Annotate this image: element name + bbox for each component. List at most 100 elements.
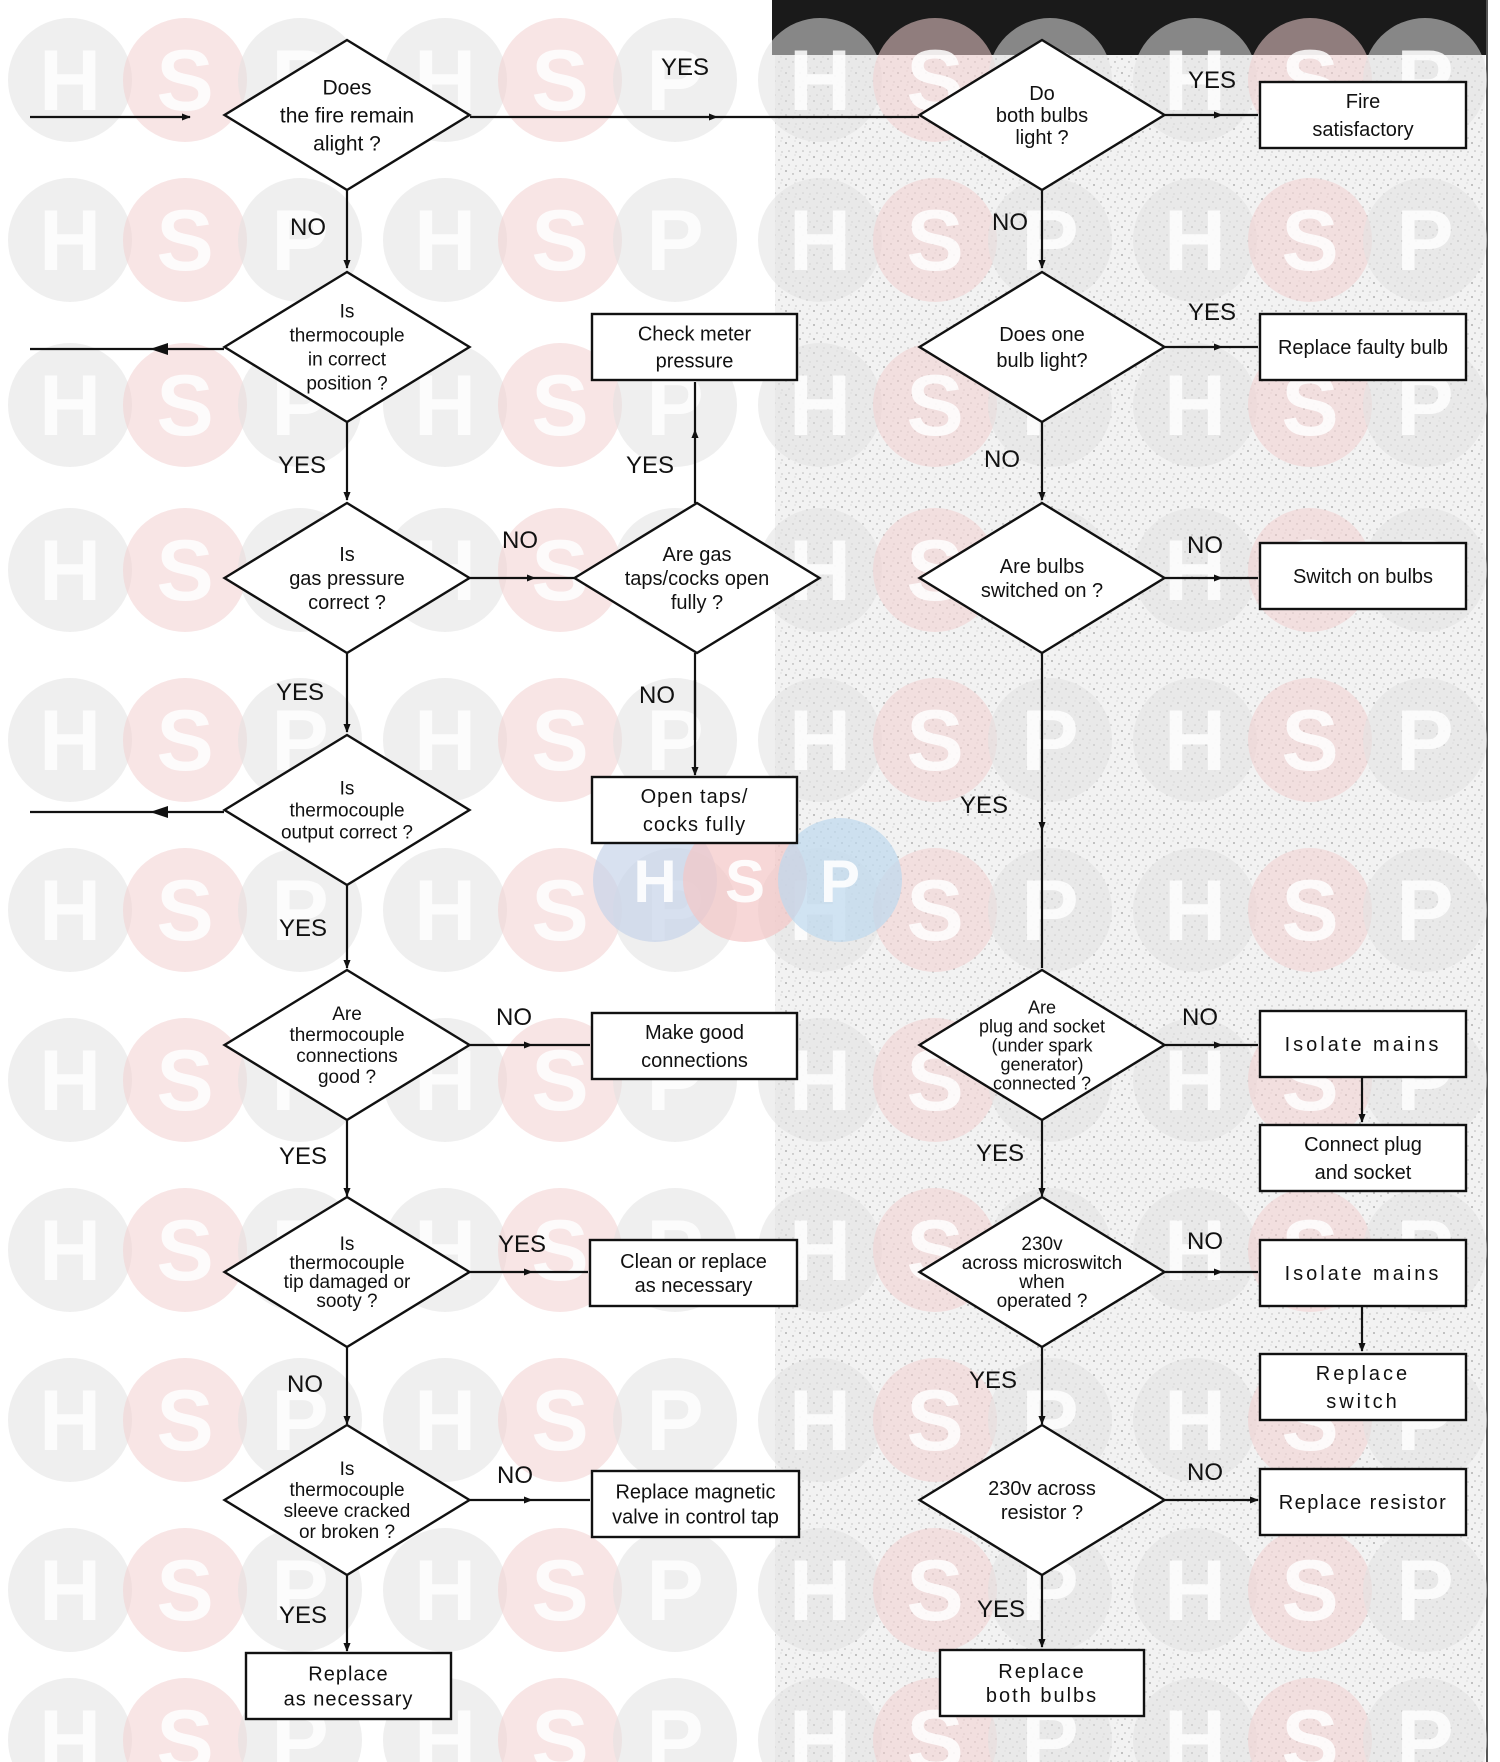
watermark-letter: S [1281,863,1338,959]
action-box [590,1011,799,1081]
decision-text: 230v [1021,1234,1063,1255]
decision-diamond [917,1195,1167,1349]
decision-diamond [572,501,822,655]
decision-diamond [917,270,1167,424]
watermark-letter: P [271,863,328,959]
decision-text: operated ? [997,1291,1088,1312]
center-logo-circle [778,818,902,942]
watermark-letter: H [414,693,476,789]
decision-diamond [222,38,472,192]
decision-text: fully ? [671,592,723,614]
action-open-taps: Open taps/cocks fully [590,775,799,845]
decision-text: in correct [308,350,387,371]
watermark-letter: H [789,1033,851,1129]
action-text: Isolate mains [1285,1263,1442,1285]
branch-label-tc-position-yes: YES [278,452,326,479]
watermark-circle [1133,178,1257,302]
decision-text: Does [322,76,371,99]
watermark-circle [383,678,507,802]
watermark-circle [498,1358,622,1482]
watermark-letter: H [789,1373,851,1469]
branch-label-tc-output-yes: YES [279,915,327,942]
action-text: Replace [308,1664,388,1686]
action-box [1258,1238,1468,1308]
branch-label-bulbs-switched-yes: YES [960,792,1008,819]
watermark-letter: H [414,193,476,289]
watermark-circle [758,508,882,632]
decision-text: when [1018,1272,1064,1293]
watermark-circle [988,678,1112,802]
watermark-letter: P [646,1543,703,1639]
action-text: as necessary [635,1275,753,1297]
watermark-letter: P [1396,1543,1453,1639]
action-text: connections [641,1050,748,1072]
branch-label-resistor-no: NO [1187,1459,1223,1486]
action-text: Replace [1316,1363,1410,1385]
watermark-circle [1133,848,1257,972]
watermark-circle [498,1528,622,1652]
watermark-circle [498,678,622,802]
decision-text: or broken ? [299,1522,395,1543]
watermark-letter: P [271,193,328,289]
branch-label-gas-taps-yes: YES [626,452,674,479]
watermark-circle [8,1018,132,1142]
watermark-circle [383,1528,507,1652]
branch-label-tc-connections-no: NO [496,1004,532,1031]
watermark-letter: H [789,693,851,789]
watermark-letter: P [1396,863,1453,959]
watermark-circle [758,1678,882,1762]
decision-text: output correct ? [281,823,413,844]
watermark-circle [123,1528,247,1652]
decision-text: sleeve cracked [284,1501,411,1522]
action-box [244,1651,453,1721]
decision-text: (under spark [991,1035,1093,1055]
watermark-letter: H [39,193,101,289]
watermark-circle [613,18,737,142]
decision-text: thermocouple [289,1253,404,1274]
decision-text: Is [340,1459,355,1480]
watermark-letter: S [531,358,588,454]
watermark-letter: S [531,33,588,129]
decision-diamond [222,733,472,887]
decision-text: Are [1028,997,1056,1017]
watermark-circle [8,1358,132,1482]
decision-text: Are bulbs [1000,556,1085,578]
watermark-circle [613,1358,737,1482]
watermark-letter: S [906,863,963,959]
watermark-circle [498,1678,622,1762]
action-box [1258,1467,1468,1537]
watermark-letter: H [414,1543,476,1639]
action-text: Connect plug [1304,1134,1422,1156]
center-logo-letter: P [820,848,860,915]
watermark-circle [1363,678,1487,802]
watermark-circle [1133,1528,1257,1652]
watermark-letter: S [906,358,963,454]
watermark-letter: P [646,193,703,289]
watermark-letter: H [1164,1203,1226,1299]
watermark-letter: S [156,1203,213,1299]
watermark-circle [1248,678,1372,802]
watermark-letter: H [789,33,851,129]
watermark-letter: P [646,1373,703,1469]
watermark-circle [613,1678,737,1762]
watermark-letter: H [1164,1693,1226,1762]
action-text: Switch on bulbs [1293,566,1433,588]
connector-layer [30,111,1366,1652]
action-text: Open taps/ [641,786,749,808]
action-text: Fire [1346,91,1380,113]
decision-text: gas pressure [289,568,405,590]
watermark-circle [873,678,997,802]
watermark-letter: S [531,193,588,289]
branch-label-bulbs-switched-no: NO [1187,532,1223,559]
action-text: as necessary [284,1689,414,1711]
watermark-letter: H [39,358,101,454]
